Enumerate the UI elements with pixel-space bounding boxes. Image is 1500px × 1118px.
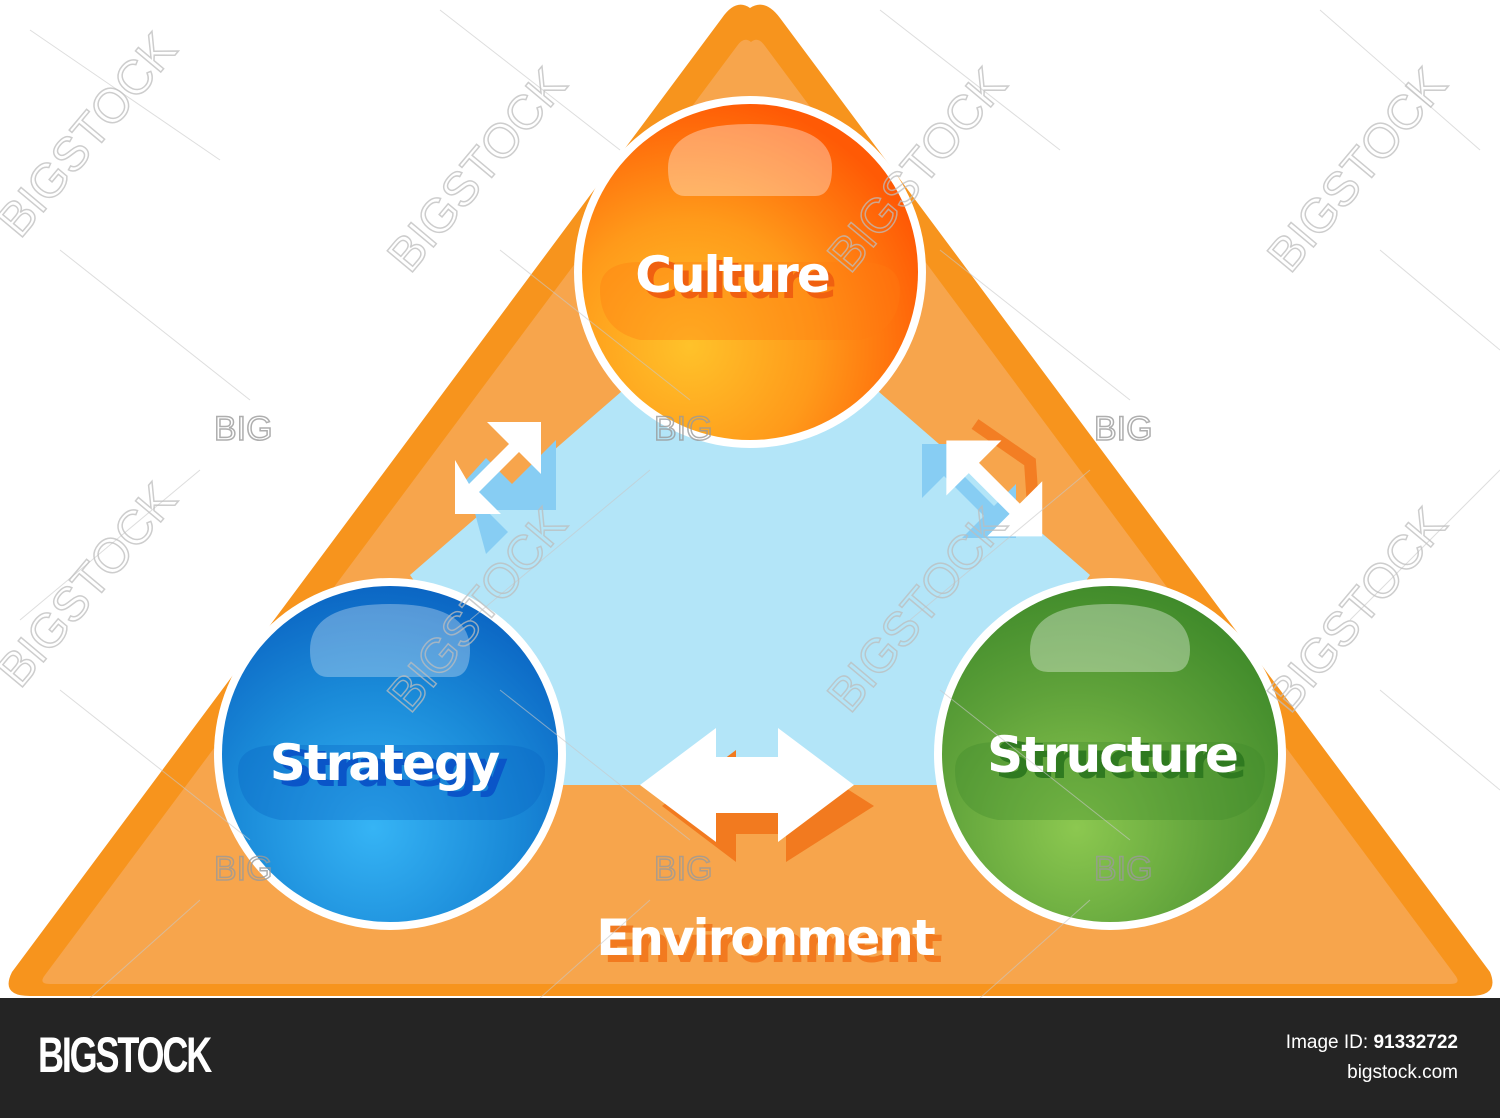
image-id-label: Image ID: <box>1285 1032 1369 1053</box>
strategy-label-shadow: Strategy <box>278 740 508 798</box>
environment-label: Environment <box>596 909 935 967</box>
watermark-big: BIG <box>654 410 713 448</box>
image-id-line: Image ID: 91332722 <box>1286 1028 1458 1058</box>
culture-label: Culture <box>635 246 829 304</box>
watermark-big: BIG <box>214 850 273 888</box>
image-id-value: 91332722 <box>1373 1032 1458 1053</box>
site-link[interactable]: bigstock.com <box>1347 1062 1458 1083</box>
arrow-strategy-structure <box>640 728 874 862</box>
environment-label-group: Environment Environment <box>596 909 944 974</box>
footer-bar: BIGSTOCK Image ID: 91332722 bigstock.com <box>0 998 1500 1118</box>
strategy-label: Strategy <box>270 734 500 792</box>
bigstock-logo[interactable]: BIGSTOCK <box>38 1027 212 1083</box>
culture-label-shadow: Culture <box>641 252 835 310</box>
watermark-big: BIG <box>1094 850 1153 888</box>
watermark-big: BIG <box>654 850 713 888</box>
watermark-big: BIG <box>1094 410 1153 448</box>
structure-label-shadow: Structure <box>995 732 1245 790</box>
environment-label-shadow: Environment <box>603 916 942 974</box>
node-culture[interactable]: Culture Culture <box>574 96 926 448</box>
watermark-text: BIGSTOCK <box>1258 59 1457 282</box>
node-structure[interactable]: Structure Structure <box>934 578 1286 930</box>
watermark-text: BIGSTOCK <box>1258 499 1457 722</box>
structure-label: Structure <box>987 726 1237 784</box>
diagram-canvas: Culture Culture Strategy Strategy Struct… <box>0 4 1500 998</box>
image-info: Image ID: 91332722 bigstock.com <box>1286 1028 1458 1088</box>
watermark-text: BIGSTOCK <box>0 24 187 247</box>
arrow-strategy-culture <box>455 422 556 554</box>
watermark-text: BIGSTOCK <box>378 59 577 282</box>
watermark-big: BIG <box>214 410 273 448</box>
watermark-text: BIGSTOCK <box>0 474 187 697</box>
arrow-culture-structure <box>922 419 1043 538</box>
node-strategy[interactable]: Strategy Strategy <box>214 578 566 930</box>
